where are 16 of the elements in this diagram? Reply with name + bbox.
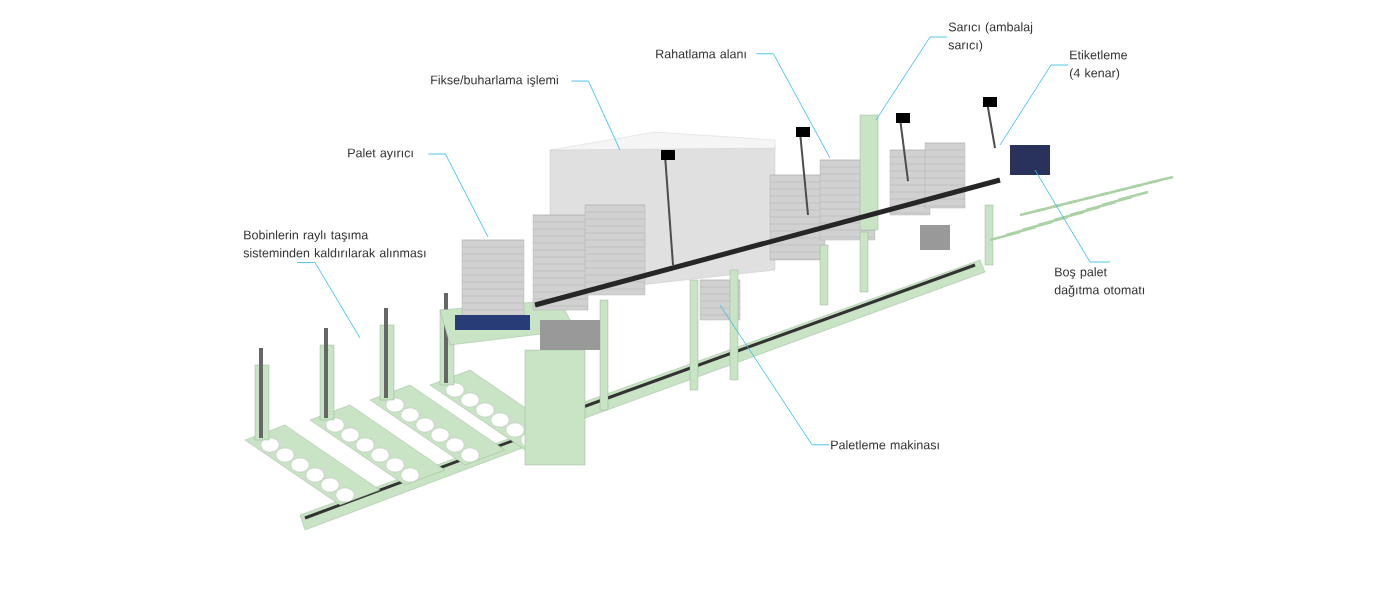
- leader-line: [570, 80, 621, 151]
- callout-text: Paletleme makinası: [831, 440, 939, 450]
- callout-text: Sarıcı (ambalaj sarıcı): [948, 22, 1033, 52]
- leader-line: [999, 64, 1069, 146]
- leader-line: [296, 262, 361, 339]
- callout-text: Etiketleme (4 kenar): [1070, 50, 1127, 80]
- leader-line: [427, 153, 489, 238]
- leader-line: [1034, 169, 1111, 263]
- callout-text: Rahatlama alanı: [656, 49, 746, 59]
- callout-text: Palet ayırıcı: [348, 148, 413, 160]
- callout-text: Fikse/buharlama işlemi: [431, 75, 558, 87]
- callout-text: Boş palet dağıtma otomatı: [1054, 267, 1145, 297]
- callout-text: Bobinlerin raylı taşıma sisteminden kaldırılarak alınması: [243, 230, 426, 258]
- leader-line: [875, 36, 948, 121]
- leader-line: [755, 53, 831, 159]
- leader-line: [719, 304, 830, 446]
